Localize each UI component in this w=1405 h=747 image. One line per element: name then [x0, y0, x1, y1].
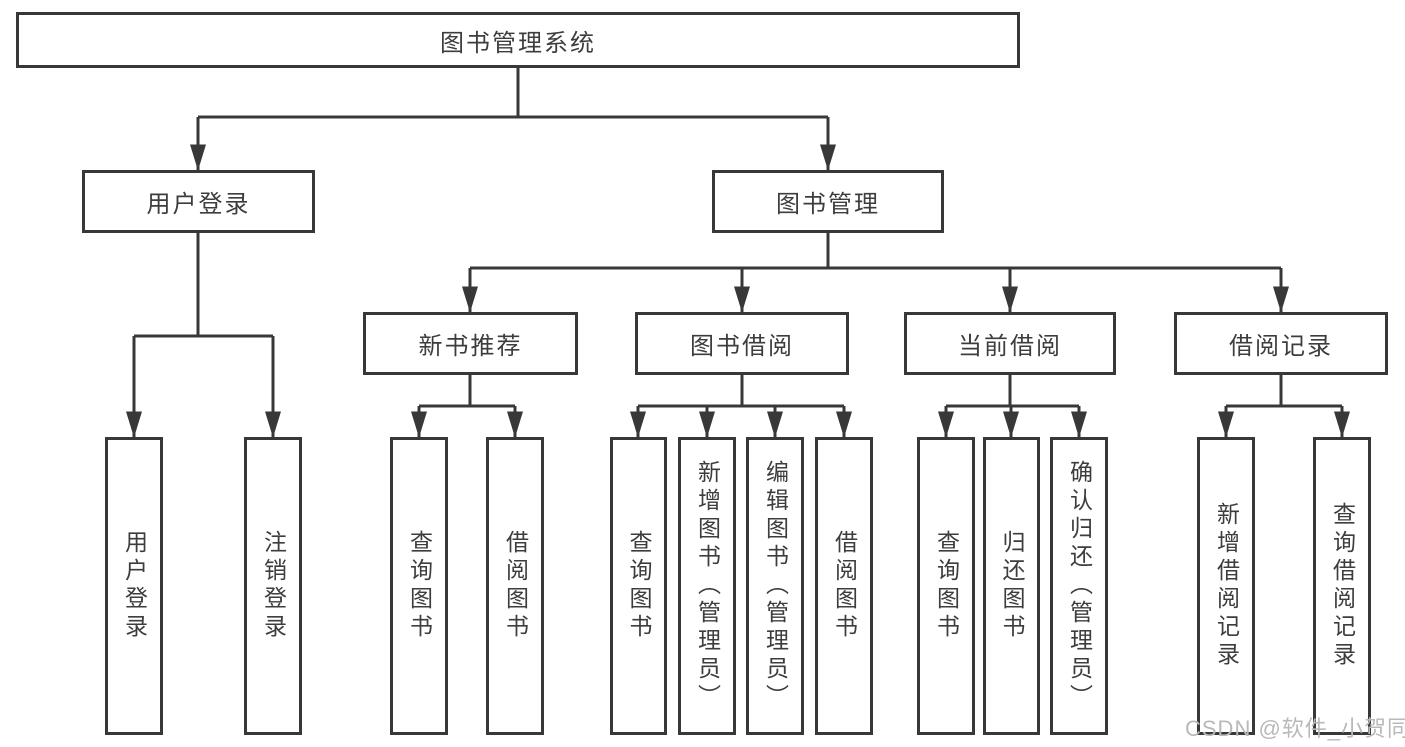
node-leaf-logout: 注销登录 — [244, 437, 302, 735]
node-leaf-return-books: 归还图书 — [983, 437, 1040, 735]
watermark: CSDN @软件_小贺同学 — [1185, 716, 1405, 741]
connector-lines — [126, 68, 1350, 438]
node-library-management-system: 图书管理系统 — [16, 12, 1020, 68]
node-current-borrowing: 当前借阅 — [904, 312, 1116, 375]
node-leaf-confirm-return-admin: 确认归还（管理员） — [1050, 437, 1108, 735]
node-leaf-borrow-books-recommend: 借阅图书 — [486, 437, 544, 735]
node-book-management: 图书管理 — [712, 170, 944, 233]
node-leaf-edit-books-admin: 编辑图书（管理员） — [746, 437, 804, 735]
node-book-borrowing: 图书借阅 — [635, 312, 849, 375]
node-new-book-recommend: 新书推荐 — [363, 312, 578, 375]
node-leaf-query-books-borrowing: 查询图书 — [610, 437, 667, 735]
node-leaf-query-books-recommend: 查询图书 — [390, 437, 448, 735]
node-leaf-add-books-admin: 新增图书（管理员） — [678, 437, 736, 735]
node-leaf-query-borrow-record: 查询借阅记录 — [1313, 437, 1371, 735]
node-leaf-add-borrow-record: 新增借阅记录 — [1197, 437, 1255, 735]
node-leaf-query-books-current: 查询图书 — [917, 437, 975, 735]
node-leaf-user-login: 用户登录 — [105, 437, 163, 735]
node-user-login: 用户登录 — [82, 170, 315, 233]
node-borrowing-records: 借阅记录 — [1174, 312, 1388, 375]
node-leaf-borrow-books-borrowing: 借阅图书 — [815, 437, 873, 735]
